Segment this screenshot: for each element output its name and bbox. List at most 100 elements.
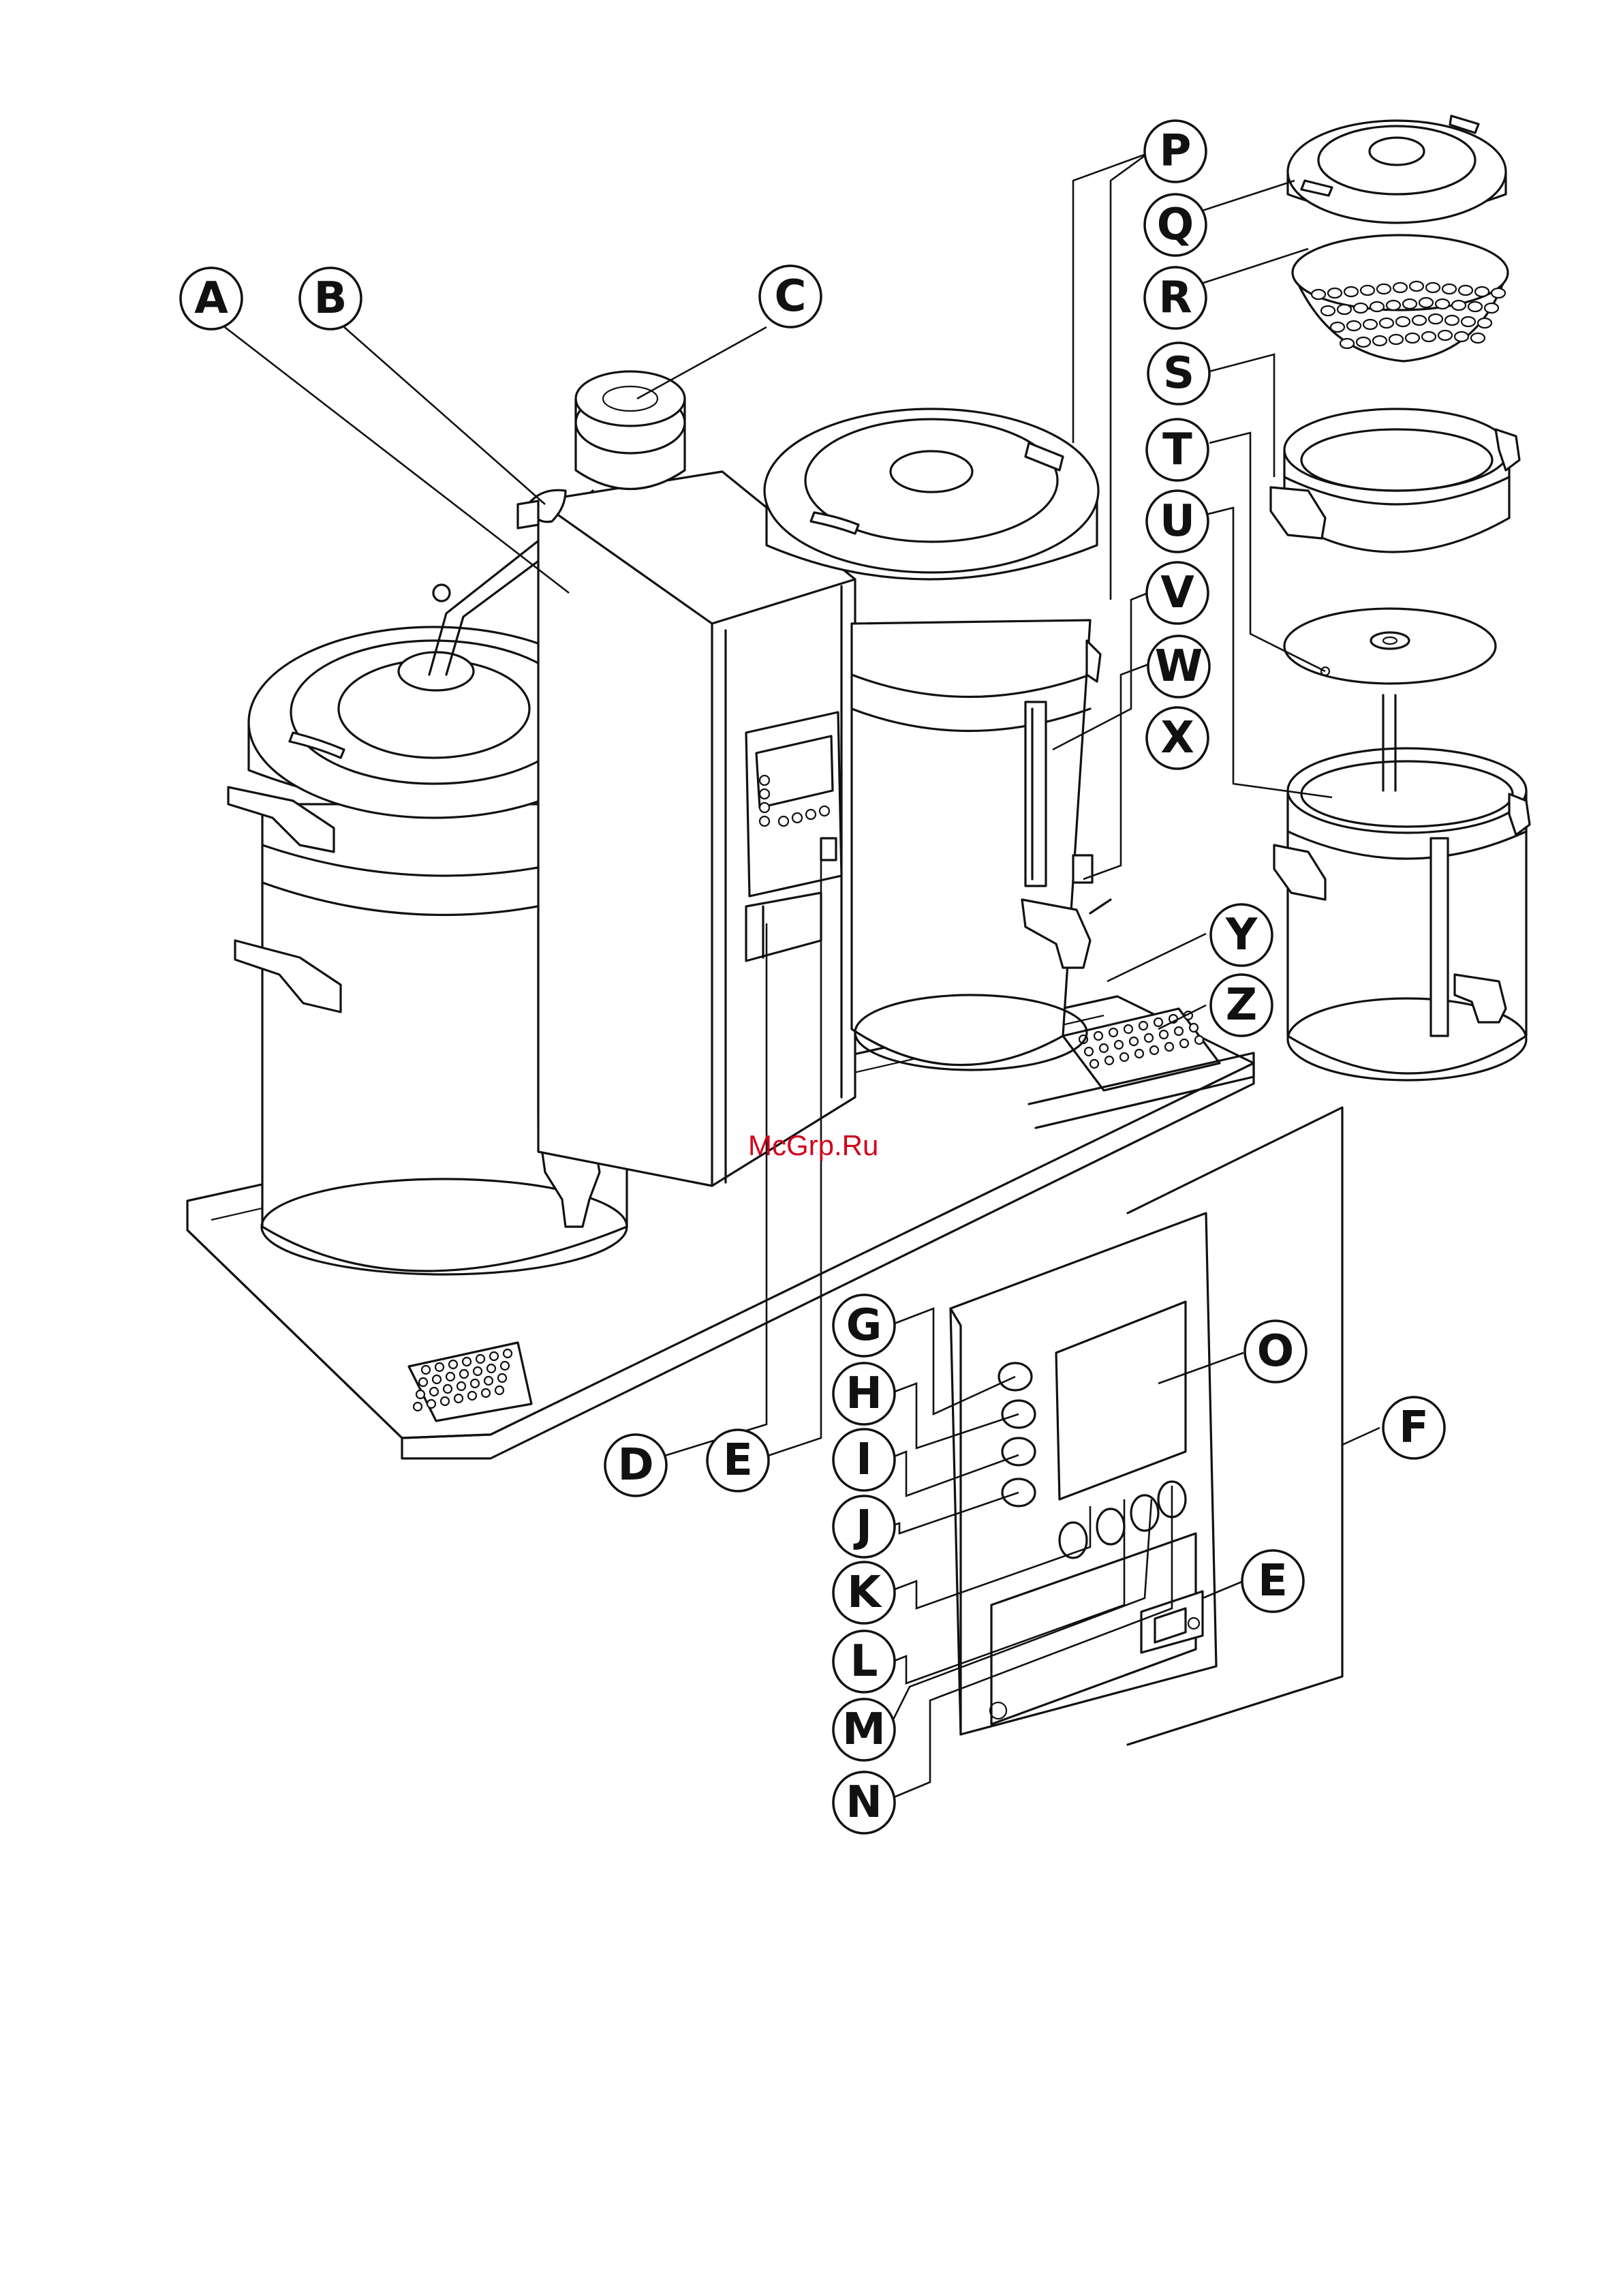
svg-text:E: E [723,1435,753,1486]
filter-hole [1347,321,1361,331]
callout-S: S [1148,343,1209,404]
filter-hole [1436,299,1449,309]
grille-hole [460,1370,468,1378]
callout-T: T [1147,419,1208,480]
panel-button-icon [806,810,816,819]
filter-hole [1419,298,1433,307]
panel-button-icon [760,816,769,826]
grille-hole [1109,1028,1117,1037]
callout-W: W [1148,636,1209,697]
panel-button-icon [1097,1509,1124,1544]
grille-hole [1154,1018,1162,1026]
svg-text:M: M [842,1704,886,1755]
grille-hole [422,1366,430,1374]
watermark: McGrp.Ru [748,1129,878,1161]
svg-text:L: L [850,1636,878,1687]
panel-button-icon [792,813,802,823]
grille-hole [1090,1060,1098,1068]
grille-hole [441,1397,449,1405]
filter-hole [1442,284,1456,294]
grille-hole [1175,1027,1183,1035]
grille-hole [498,1374,506,1382]
filter-hole [1478,318,1491,328]
callout-I: I [833,1429,895,1490]
grille-hole [446,1373,454,1381]
svg-text:A: A [194,273,228,324]
filter-hole [1403,299,1417,309]
filter-hole [1380,318,1393,328]
callout-V: V [1147,562,1208,624]
svg-text:J: J [853,1501,872,1552]
filter-hole [1422,332,1436,341]
callout-P: P [1145,121,1206,182]
grille-hole [1120,1053,1128,1061]
filter-hole [1471,333,1485,343]
callout-A: A [181,268,242,329]
filter-hole [1426,283,1440,292]
grille-hole [487,1364,495,1373]
svg-text:W: W [1155,641,1203,692]
svg-text:S: S [1163,348,1194,399]
svg-text:Y: Y [1225,910,1258,960]
panel-button-icon [760,776,769,785]
grille-hole [1105,1056,1113,1065]
grille-hole [449,1360,457,1368]
callout-M: M [833,1699,895,1760]
grille-hole [1115,1041,1123,1049]
svg-text:I: I [856,1435,872,1485]
grille-hole [1180,1039,1188,1047]
callout-Y: Y [1211,904,1272,966]
callout-F: F [1383,1397,1444,1458]
grille-hole [1085,1047,1093,1056]
panel-button-icon [760,789,769,799]
filter-hole [1354,303,1367,313]
grille-hole [457,1382,465,1390]
grille-hole [444,1385,452,1393]
grille-hole [490,1352,498,1360]
panel-button-icon [1002,1438,1035,1465]
grille-hole [427,1400,435,1408]
grille-hole [1165,1043,1173,1051]
svg-text:T: T [1162,425,1192,475]
grille-hole [1139,1022,1147,1030]
filter-hole [1396,317,1410,326]
filter-hole [1389,335,1403,344]
svg-text:Q: Q [1157,200,1194,250]
grille-hole [1190,1024,1198,1032]
svg-text:B: B [314,273,347,324]
svg-text:X: X [1160,713,1194,763]
grille-hole [474,1367,482,1375]
grille-hole [495,1386,504,1394]
grille-hole [471,1379,479,1388]
filter-hole [1370,302,1384,311]
filter-hole [1387,301,1400,310]
grille-hole [1135,1050,1143,1058]
callout-N: N [833,1772,895,1833]
grille-hole [1094,1032,1102,1040]
svg-text:O: O [1257,1326,1294,1377]
callout-Z: Z [1211,975,1272,1036]
grille-hole [484,1377,493,1385]
svg-text:F: F [1399,1403,1429,1453]
filter-hole [1328,288,1342,298]
filter-hole [1491,288,1505,298]
panel-button-icon [820,806,829,816]
callout-R: R [1145,267,1206,328]
callout-H: H [833,1363,895,1424]
grille-hole [454,1394,463,1403]
callout-X: X [1147,707,1208,769]
svg-text:K: K [847,1567,882,1618]
filter-hole [1462,317,1475,326]
filter-hole [1475,287,1489,296]
grille-hole [504,1349,512,1358]
svg-text:U: U [1160,496,1195,547]
grille-hole [1124,1025,1132,1033]
callout-O: O [1245,1321,1306,1382]
filter-hole [1338,305,1351,314]
svg-text:V: V [1160,568,1194,618]
filter-hole [1445,316,1459,325]
grille-hole [433,1375,441,1383]
grille-hole [1100,1044,1108,1052]
svg-text:N: N [846,1777,882,1828]
